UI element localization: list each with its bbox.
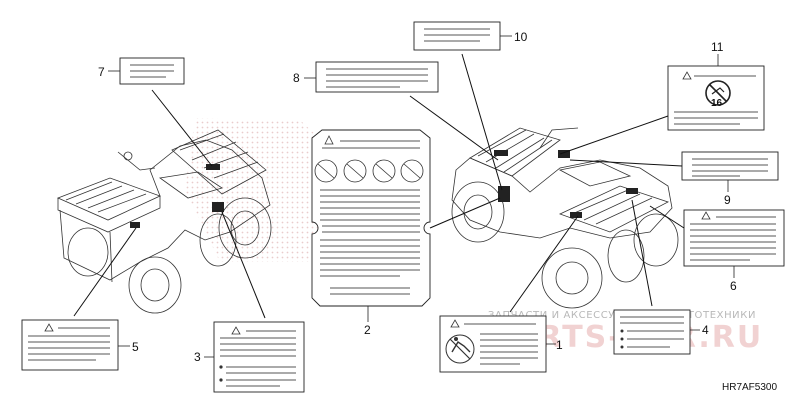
warning-triangle-icon [682,71,692,80]
label-3 [213,321,305,393]
warning-triangle-icon [701,211,711,220]
age-limit-text: 16 [711,98,723,109]
label-11: 16 [667,65,765,131]
label-10 [413,21,501,51]
callout-4: 4 [702,323,709,337]
callout-6: 6 [730,279,737,293]
callout-11: 11 [711,40,724,54]
label-6 [683,209,785,267]
callout-2: 2 [364,323,371,337]
callout-7: 7 [98,65,105,79]
label-7 [119,57,185,85]
warning-triangle-icon [44,323,54,332]
label-2 [311,129,431,307]
background-decal [185,118,340,262]
label-8 [315,61,439,93]
label-9 [681,151,779,181]
warning-triangle-icon [450,319,460,328]
label-4 [613,309,691,355]
callout-5: 5 [132,340,139,354]
label-5 [21,319,119,371]
label-1 [439,315,547,373]
diagram-code: HR7AF5300 [722,382,777,393]
atv-rear-view [56,129,272,314]
callout-8: 8 [293,71,300,85]
callout-10: 10 [514,30,528,44]
atv-front-view [451,127,679,309]
callout-1: 1 [556,338,563,352]
callout-9: 9 [724,193,731,207]
callout-3: 3 [194,350,201,364]
warning-triangle-icon [324,135,334,145]
warning-triangle-icon [231,326,241,335]
